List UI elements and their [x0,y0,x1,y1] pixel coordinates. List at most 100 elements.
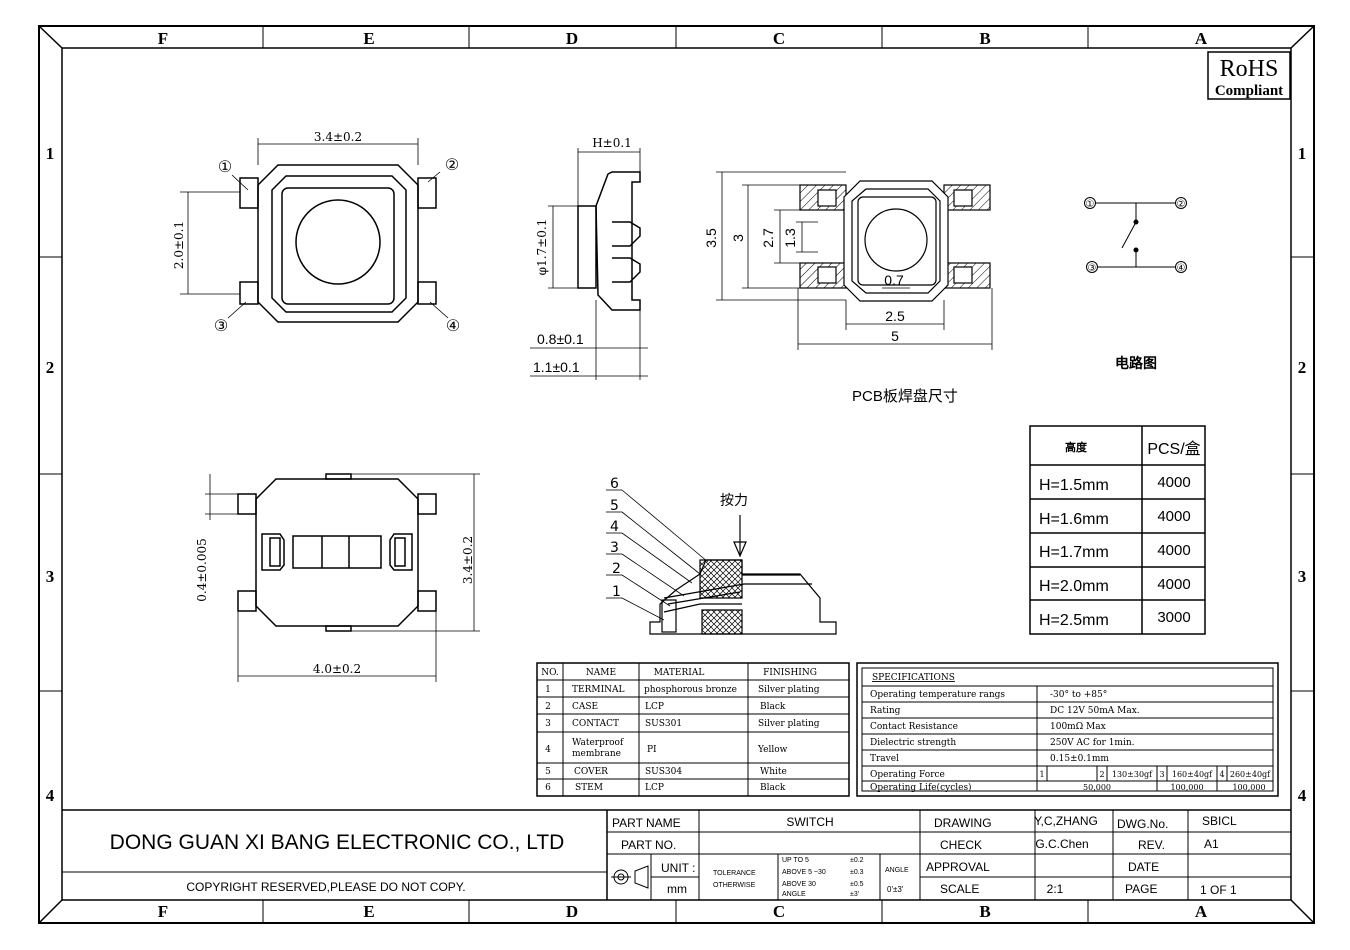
circuit-pin-2: ② [1177,199,1186,210]
spec-label: Operating Life(cycles) [870,782,972,793]
company-name: DONG GUAN XI BANG ELECTRONIC CO., LTD [110,831,565,854]
bom-header-finishing: FINISHING [763,668,817,678]
bom-finishing: Silver plating [758,685,820,695]
zone-row-label: 4 [46,786,55,805]
bom-no: 6 [545,783,551,793]
qty-count: 4000 [1157,576,1190,593]
bom-name: membrane [572,749,621,759]
tol-range: ANGLE [782,891,806,898]
part-no-label: PART NO. [621,838,676,852]
zone-col-label: C [773,29,785,48]
bom-material: LCP [645,783,664,793]
drawing-label: DRAWING [934,816,992,830]
approval-label: APPROVAL [926,860,990,874]
bottom-view [205,473,480,682]
spec-value: 100mΩ Max [1050,722,1106,732]
check-value: G.C.Chen [1035,837,1088,851]
qty-header-height: 高度 [1065,440,1088,454]
dim-27: 2.7 [760,228,776,248]
tol-range: ABOVE 30 [782,881,816,888]
qty-height: H=2.5mm [1039,612,1109,629]
bom-no: 2 [545,702,551,712]
zone-row-label: 4 [1298,786,1307,805]
bottom-view-labels: 0.4±0.005 3.4±0.2 4.0±0.2 [195,536,475,676]
specs-table-text: SPECIFICATIONS Operating temperature ran… [870,673,1271,793]
spec-label: Operating Force [870,770,945,780]
tol-range: ABOVE 5 ~30 [782,869,826,876]
callout-3: 3 [610,540,619,556]
force-cell: 160±40gf [1172,770,1213,779]
tol-value: ±3' [850,891,859,898]
callout-1: 1 [612,584,621,600]
bom-table [536,662,850,797]
dim-h: H±0.1 [592,136,632,150]
bom-name: STEM [575,783,603,793]
spec-label: Travel [870,754,899,764]
dim-08: 0.8±0.1 [537,331,584,347]
bom-name: COVER [574,767,608,777]
qty-header-pcs: PCS/盒 [1147,440,1200,458]
bom-name: Waterproof [572,738,624,748]
bom-material: SUS304 [645,767,682,777]
spec-label: Contact Resistance [870,722,958,732]
date-label: DATE [1128,860,1159,874]
bom-finishing: Black [760,783,786,793]
tolerance-label: OTHERWISE [713,882,756,889]
title-block-text: DONG GUAN XI BANG ELECTRONIC CO., LTD CO… [110,814,1237,898]
dim-34: 3.4±0.2 [461,536,475,584]
frame [38,25,1315,924]
cross-section [606,489,837,635]
qty-count: 4000 [1157,542,1190,559]
angle-value: 0'±3' [887,885,904,894]
force-cell: 1 [1039,770,1044,779]
bom-material: PI [647,745,657,755]
spec-value: DC 12V 50mA Max. [1050,706,1140,716]
zone-col-label: B [979,902,990,921]
rev-label: REV. [1138,838,1165,852]
force-cell: 2 [1099,770,1104,779]
dim-width: 3.4±0.2 [314,130,362,144]
cross-section-labels: 6 5 4 3 2 1 按力 [610,476,748,600]
qty-height: H=1.5mm [1039,477,1109,494]
dim-35: 3.5 [703,228,719,248]
tol-value: ±0.2 [850,857,864,864]
zone-col-label: A [1195,29,1208,48]
callout-4: 4 [610,519,619,535]
dwg-label: DWG.No. [1117,817,1168,831]
title-block [62,809,1291,900]
pin-4-label: ④ [446,316,460,335]
bom-finishing: Silver plating [758,719,820,729]
qty-count: 4000 [1157,474,1190,491]
circuit-diagram [1084,197,1187,273]
rohs-title: RoHS [1220,56,1279,82]
bom-material: phosphorous bronze [644,685,737,695]
zone-col-label: A [1195,902,1208,921]
circuit-pin-4: ④ [1177,263,1186,274]
bom-material: SUS301 [645,719,682,729]
bom-header-material: MATERIAL [654,668,705,678]
zone-col-label: D [566,902,578,921]
circuit-pin-1: ① [1086,199,1095,210]
page-label: PAGE [1125,882,1157,896]
force-cell: 4 [1219,770,1224,779]
bom-name: CONTACT [572,719,619,729]
spec-label: Operating temperature rangs [870,690,1005,700]
part-name-label: PART NAME [612,816,681,830]
life-cell: 100,000 [1232,783,1265,792]
pcb-labels: 3.5 3 2.7 1.3 0.7 2.5 5 PCB板焊盘尺寸 [703,228,958,405]
spec-label: Rating [870,706,901,716]
pin-1-label: ① [218,157,232,176]
check-label: CHECK [940,838,982,852]
circuit-caption: 电路图 [1115,355,1157,372]
unit-value: mm [667,882,687,896]
callout-5: 5 [610,498,619,514]
dim-3: 3 [730,234,746,242]
dim-40: 4.0±0.2 [313,662,361,676]
life-cell: 50,000 [1083,783,1111,792]
unit-label: UNIT : [661,861,695,875]
drawing-value: Y,C,ZHANG [1034,814,1098,828]
qty-height: H=2.0mm [1039,578,1109,595]
top-view [180,138,449,323]
bom-material: LCP [645,702,664,712]
bom-no: 4 [545,745,551,755]
